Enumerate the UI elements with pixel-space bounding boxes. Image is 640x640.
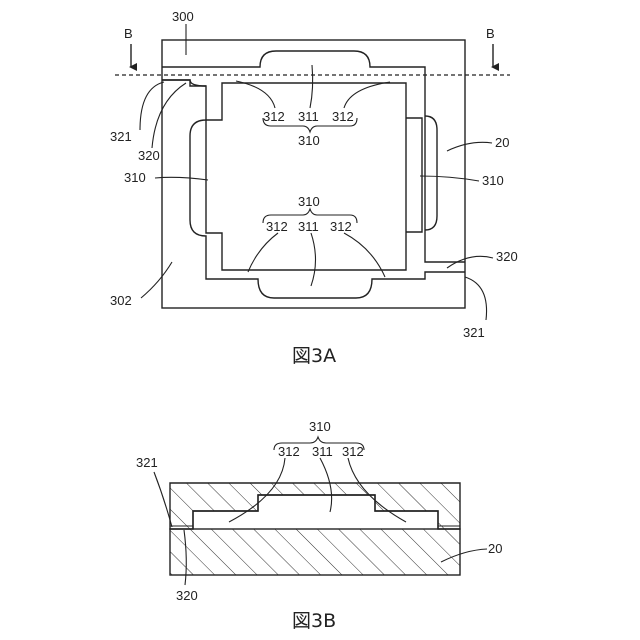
leader-right-310: [420, 176, 479, 181]
label-bottom-312-right: 312: [330, 219, 352, 234]
label-top-310: 310: [298, 133, 320, 148]
label-3b-311: 311: [312, 444, 333, 459]
leader-20: [447, 142, 492, 151]
label-3b-321: 321: [136, 455, 158, 470]
label-3b-20: 20: [488, 541, 502, 556]
inner-right-pocket: [406, 118, 422, 232]
label-bottom-310: 310: [298, 194, 320, 209]
label-right-320: 320: [496, 249, 518, 264]
leader-bottom-312-left: [248, 233, 278, 272]
outer-frame: [162, 40, 465, 308]
label-top-311: 311: [298, 109, 319, 124]
channel-right-bump: [425, 116, 437, 230]
leader-bottom-311: [311, 233, 316, 286]
leader-left-320: [152, 83, 186, 148]
upper-hatched-layer: [170, 483, 460, 529]
label-300: 300: [172, 9, 194, 24]
label-top-312-left: 312: [263, 109, 285, 124]
label-right-310: 310: [482, 173, 504, 188]
label-left-310: 310: [124, 170, 146, 185]
label-left-321: 321: [110, 129, 132, 144]
label-302: 302: [110, 293, 132, 308]
leader-right-321: [465, 277, 487, 320]
figure-3a: B B 300 312 311 312 310 20 321 320 310 3…: [110, 9, 518, 367]
label-20: 20: [495, 135, 509, 150]
lower-substrate-20: [170, 529, 460, 575]
label-3b-320: 320: [176, 588, 198, 603]
leader-302: [141, 262, 172, 298]
caption-figure-3a: 図3A: [292, 345, 336, 367]
label-right-321: 321: [463, 325, 485, 340]
section-mark-left: B: [124, 26, 133, 41]
leader-left-321: [140, 82, 164, 130]
leader-top-312-right: [344, 82, 390, 108]
label-bottom-312-left: 312: [266, 219, 288, 234]
leader-left-310: [155, 177, 208, 180]
caption-figure-3b: 図3B: [292, 610, 336, 632]
label-bottom-311: 311: [298, 219, 319, 234]
label-top-312-right: 312: [332, 109, 354, 124]
label-left-320: 320: [138, 148, 160, 163]
leader-top-311: [310, 65, 313, 108]
figure-3b: 310 312 311 312 321 20 320 図3B: [136, 419, 502, 632]
section-mark-right: B: [486, 26, 495, 41]
label-3b-312-right: 312: [342, 444, 364, 459]
label-3b-310: 310: [309, 419, 331, 434]
label-3b-312-left: 312: [278, 444, 300, 459]
leader-top-312-left: [236, 81, 275, 108]
outer-channel-320: [162, 51, 465, 298]
